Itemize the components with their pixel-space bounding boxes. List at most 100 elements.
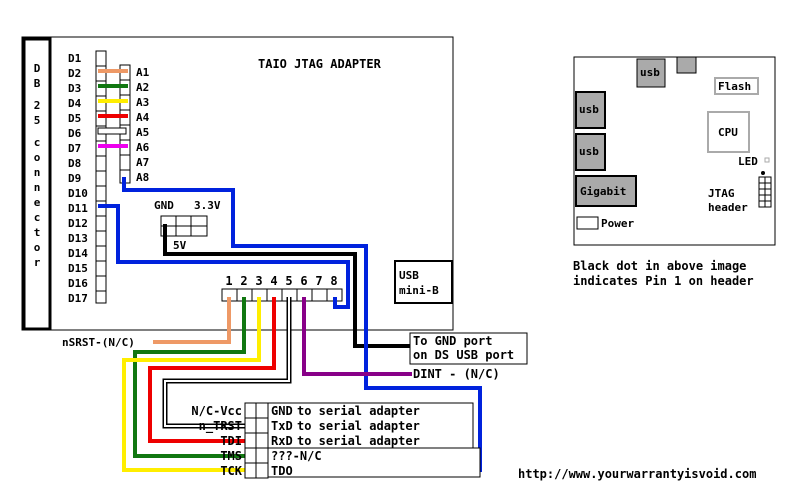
a-pin-label: A1 bbox=[136, 66, 150, 79]
gnd-note-line1: To GND port bbox=[413, 334, 492, 348]
d11-wire bbox=[98, 204, 350, 309]
nsrst-wire bbox=[153, 297, 231, 344]
jtag-left-label: N/C-Vcc bbox=[191, 404, 242, 418]
jtag-right-label: TDO bbox=[271, 464, 293, 478]
flash-label: Flash bbox=[718, 80, 751, 93]
d-pin-label: D17 bbox=[68, 292, 88, 305]
a-pin-label: A2 bbox=[136, 81, 149, 94]
d-pin-label: D15 bbox=[68, 262, 88, 275]
usb-label: USB bbox=[399, 269, 419, 282]
gigabit-label: Gigabit bbox=[580, 185, 626, 198]
dint-wire bbox=[302, 297, 412, 376]
d-pin-label: D12 bbox=[68, 217, 88, 230]
adapter-board bbox=[21, 36, 454, 331]
a8-wire bbox=[122, 177, 482, 472]
a-pin-label: A4 bbox=[136, 111, 150, 124]
v33-label: 3.3V bbox=[194, 199, 221, 212]
jumper-d6-a5 bbox=[97, 127, 127, 135]
d-pin-label: D6 bbox=[68, 127, 82, 140]
d-pin-label: D7 bbox=[68, 142, 81, 155]
a-pin-cells bbox=[120, 79, 130, 171]
board-jtag-header bbox=[758, 176, 772, 208]
d-pin-label: D2 bbox=[68, 67, 81, 80]
a-pin-label: A5 bbox=[136, 126, 149, 139]
usb-2-label: usb bbox=[579, 145, 599, 158]
a-pin-label: A3 bbox=[136, 96, 149, 109]
a-pin-label: A8 bbox=[136, 171, 149, 184]
jtag-left-label: TCK bbox=[220, 464, 242, 478]
d-pin-label: D16 bbox=[68, 277, 88, 290]
header-pin-number: 7 bbox=[315, 274, 322, 288]
header-pin-number: 1 bbox=[225, 274, 232, 288]
jtag-header-grid bbox=[244, 402, 269, 479]
d-pin-label: D11 bbox=[68, 202, 88, 215]
header-pin-number: 5 bbox=[285, 274, 292, 288]
d-pin-label: D13 bbox=[68, 232, 88, 245]
a-pin-label: A7 bbox=[136, 156, 149, 169]
v5-label: 5V bbox=[173, 239, 187, 252]
header-cells bbox=[236, 289, 328, 301]
power-label: Power bbox=[601, 217, 634, 230]
d-pin-label: D10 bbox=[68, 187, 88, 200]
small-component bbox=[676, 56, 697, 74]
caption-line2: indicates Pin 1 on header bbox=[573, 274, 754, 288]
header-pin-number: 4 bbox=[270, 274, 277, 288]
power-jack bbox=[576, 216, 599, 230]
a-pin-label: A6 bbox=[136, 141, 150, 154]
cpu-label: CPU bbox=[718, 126, 738, 139]
d-pin-label: D14 bbox=[68, 247, 88, 260]
header-pin-number: 3 bbox=[255, 274, 262, 288]
usb-1-label: usb bbox=[579, 103, 599, 116]
adapter-title: TAIO JTAG ADAPTER bbox=[258, 57, 382, 71]
tck-wire bbox=[122, 297, 261, 472]
usb-top-port bbox=[636, 58, 666, 88]
site-url: http://www.yourwarrantyisvoid.com bbox=[518, 467, 756, 481]
jtag-right-label: RxD bbox=[271, 434, 293, 448]
usb-top-label: usb bbox=[640, 66, 660, 79]
d-pin-label: D4 bbox=[68, 97, 82, 110]
d-pin-label: D3 bbox=[68, 82, 81, 95]
jtag-right-label: TxD bbox=[271, 419, 293, 433]
serial-note: to serial adapter bbox=[297, 419, 420, 433]
gnd-note-line2: on DS USB port bbox=[413, 348, 514, 362]
gnd-wire bbox=[163, 224, 412, 348]
jtag-left-label: n_TRST bbox=[199, 419, 242, 434]
led bbox=[764, 157, 770, 163]
d-pin-labels: D1D2D3D4D5D6D7D8D9D10D11D12D13D14D15D16D… bbox=[68, 52, 88, 305]
usb-port-2 bbox=[575, 133, 606, 171]
gnd-note-box bbox=[409, 332, 528, 365]
jtag-right-label: GND bbox=[271, 404, 293, 418]
tms-wire bbox=[133, 297, 246, 458]
usb-port-1 bbox=[575, 91, 606, 129]
serial-note: to serial adapter bbox=[297, 404, 420, 418]
gnd-label: GND bbox=[154, 199, 174, 212]
db25-connector bbox=[22, 37, 52, 331]
d-pin-label: D5 bbox=[68, 112, 81, 125]
jtag-left-label: TMS bbox=[220, 449, 242, 463]
header-pin-number: 2 bbox=[240, 274, 247, 288]
tdi-wire bbox=[148, 297, 276, 443]
header-pin-number: 8 bbox=[330, 274, 337, 288]
d-pin-label: D9 bbox=[68, 172, 81, 185]
serial-note: to serial adapter bbox=[297, 434, 420, 448]
led-label: LED bbox=[738, 155, 758, 168]
jtag-right-label: ???-N/C bbox=[271, 449, 322, 463]
jtag-left-label: TDI bbox=[220, 434, 242, 448]
dint-label: DINT - (N/C) bbox=[413, 367, 500, 381]
a-pin-column bbox=[119, 64, 131, 184]
header-pin-number: 6 bbox=[300, 274, 307, 288]
nsrst-label: nSRST-(N/C) bbox=[62, 336, 135, 349]
flash-chip bbox=[714, 77, 759, 95]
jtag-header-label-1: JTAG bbox=[708, 187, 735, 200]
caption-line1: Black dot in above image bbox=[573, 259, 746, 273]
pin1-dot bbox=[761, 171, 765, 175]
d-pin-label: D1 bbox=[68, 52, 82, 65]
